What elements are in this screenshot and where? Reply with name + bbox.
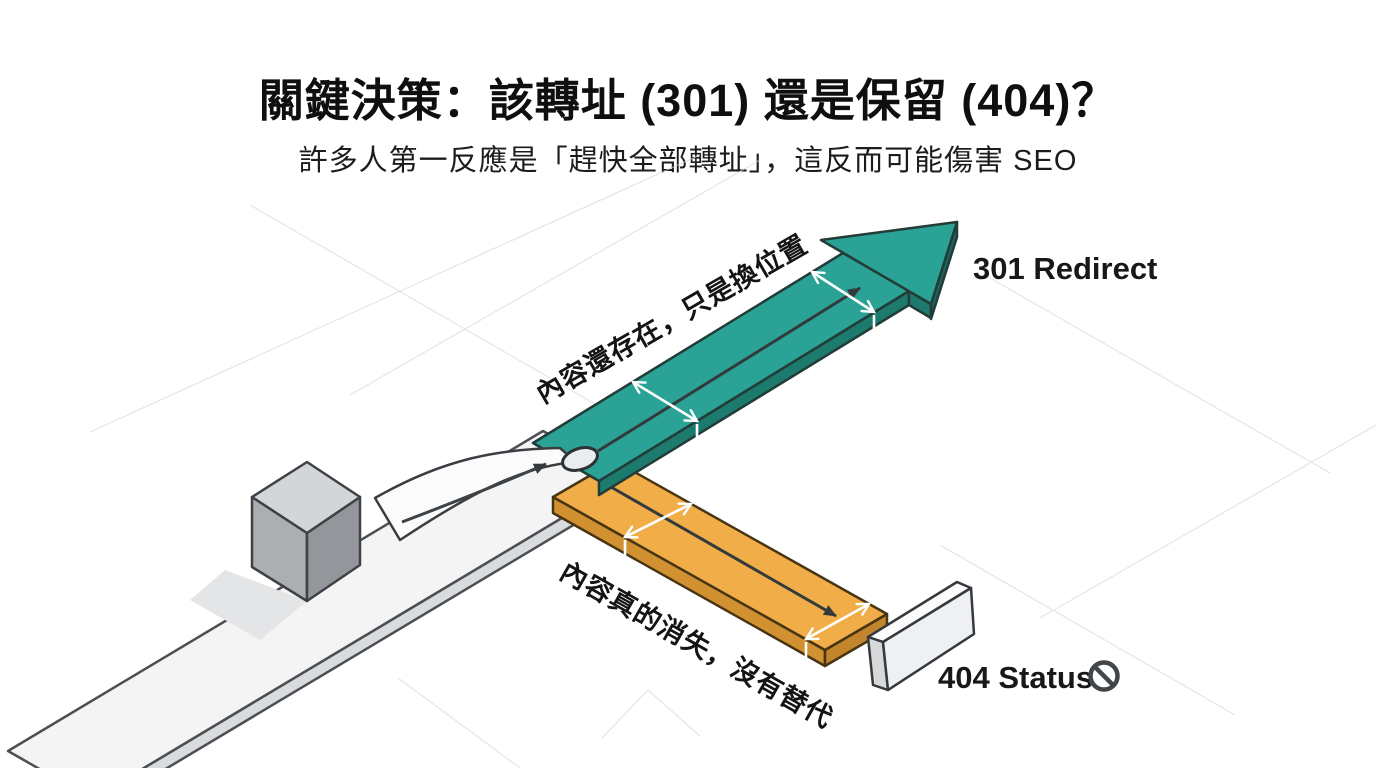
redirect-result-label: 301 Redirect xyxy=(973,251,1157,286)
incoming-arrow xyxy=(401,462,547,524)
no-entry-icon xyxy=(1088,660,1120,692)
redirect-direction-arrow xyxy=(597,286,861,453)
redirect-width-arrows xyxy=(633,272,874,440)
isometric-grid xyxy=(89,154,1376,768)
notfound-result-label: 404 Status xyxy=(938,660,1093,695)
blocked-cube xyxy=(250,460,362,603)
cube-shadow xyxy=(190,570,307,640)
notfound-width-arrows xyxy=(625,504,869,658)
dead-end-wall xyxy=(866,580,976,692)
page-title: 關鍵決策：該轉址 (301) 還是保留 (404)？ xyxy=(258,75,1118,126)
junction-node xyxy=(561,446,599,472)
